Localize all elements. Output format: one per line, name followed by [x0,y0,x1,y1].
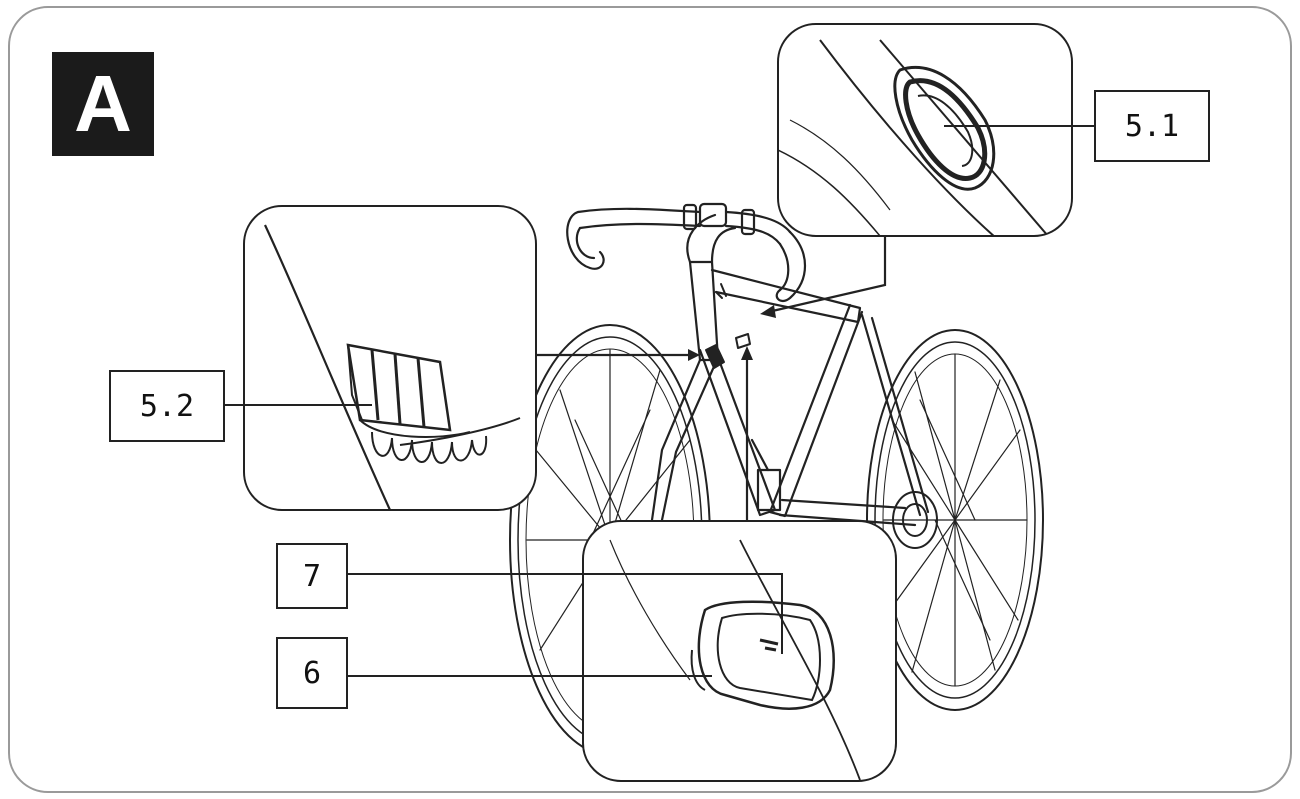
callout-5-1: 5.1 [1094,90,1210,162]
callout-5-2: 5.2 [109,370,225,442]
leader-arrows [536,236,887,521]
arrow-heads [688,305,776,361]
callout-leaders [225,125,1094,677]
callout-6: 6 [276,637,348,709]
mount-headtube [705,283,751,369]
inset-5-2 [243,205,537,511]
callout-7: 7 [276,543,348,609]
inset-6-7 [582,520,897,782]
rear-wheel [866,329,1044,711]
handlebar [566,202,807,303]
panel-letter-badge: A [52,52,154,156]
frame [650,260,930,527]
inset-5-1 [777,23,1073,237]
